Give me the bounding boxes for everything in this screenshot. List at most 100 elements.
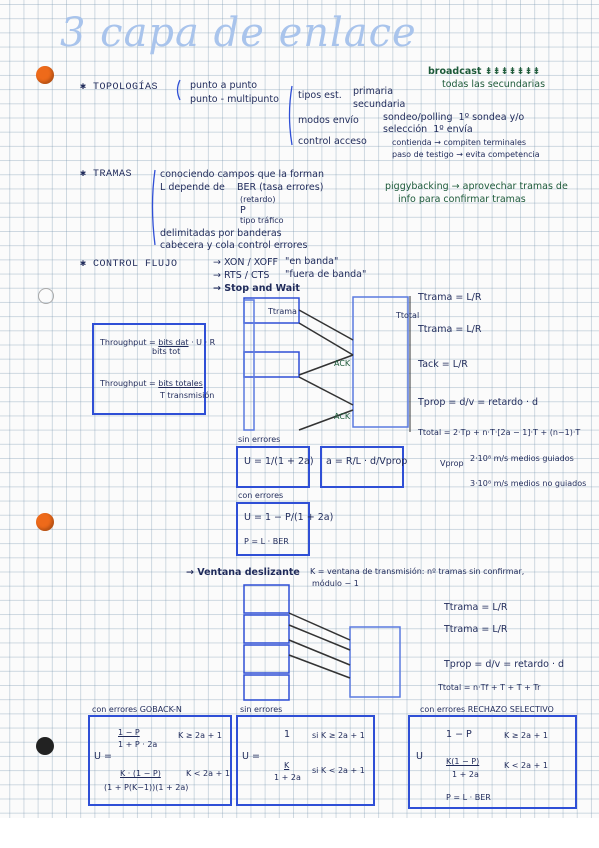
ventana-desc-2: módulo − 1	[312, 579, 359, 588]
ventana-f3: Tprop = d/v = retardo · d	[444, 659, 565, 670]
sin-c1: si K ≥ 2a + 1	[312, 731, 365, 740]
sw-ttotal-label: Ttotal	[396, 311, 420, 320]
sw2-line-2	[288, 624, 351, 651]
topo-modos-envio: modos envío	[298, 115, 359, 126]
sw-f3: Tack = L/R	[418, 359, 468, 370]
broadcast-desc: todas las secundarias	[442, 79, 546, 90]
sin-box	[236, 715, 375, 806]
ventana-ttotal: Ttotal = n·Tf + T + T + Tr	[438, 683, 541, 692]
sw-arrow-1	[298, 322, 354, 356]
sin-label: sin errores	[240, 705, 283, 714]
sr-f1: 1 − P	[446, 729, 472, 740]
sin-c2-cond: si K < 2a + 1	[312, 766, 365, 775]
sr-pf: P = L · BER	[446, 793, 491, 802]
tramas-line-6: delimitadas por banderas	[160, 228, 282, 239]
sw-u-sin: U = 1/(1 + 2a)	[244, 456, 314, 467]
sw-con-errores-box	[236, 502, 310, 556]
throughput-1: Throughput = bits dat · U · R	[100, 338, 216, 347]
tramas-line-4: P	[240, 205, 246, 216]
sw-ack-label-2: ACK	[334, 412, 351, 421]
sw-f1: Ttrama = L/R	[418, 292, 482, 303]
topo-punto-multipunto: punto - multipunto	[190, 94, 279, 105]
brace-topologias	[176, 79, 181, 101]
tramas-line-7: cabecera y cola control errores	[160, 240, 308, 251]
topo-secundaria: secundaria	[353, 99, 406, 110]
gbn-f2-den: (1 + P(K−1))(1 + 2a)	[104, 783, 189, 792]
sr-f2: K(1 − P)	[446, 757, 480, 766]
binder-clip	[38, 288, 54, 304]
gbn-c1: K ≥ 2a + 1	[178, 731, 222, 740]
tramas-line-1: conociendo campos que la forman	[160, 169, 324, 180]
topo-punto-a-punto: punto a punto	[190, 80, 258, 91]
gbn-label: con errores GOBACK-N	[92, 705, 182, 714]
sr-f2-den: 1 + 2a	[452, 770, 479, 779]
gbn-u: U =	[94, 751, 112, 762]
page-footer-strip	[0, 818, 599, 848]
sin-c1-val: 1	[284, 729, 291, 740]
sw-ttrama-label: Ttrama	[268, 307, 297, 316]
sw-vprop-label: Vprop	[440, 459, 464, 468]
cf-xon: → XON / XOFF	[213, 257, 279, 268]
section-control-flujo: ✱ CONTROL FLUJO	[80, 259, 178, 270]
brace-tramas	[151, 169, 156, 246]
binder-hole-1	[36, 66, 54, 84]
sw-ack-2	[298, 409, 354, 431]
sr-label: con errores RECHAZO SELECTIVO	[420, 705, 554, 714]
sr-u: U	[416, 751, 423, 762]
sw-pf: P = L · BER	[244, 537, 289, 546]
tramas-line-5: tipo tráfico	[240, 216, 284, 225]
topo-paso-testigo: paso de testigo → evita competencia	[392, 150, 540, 159]
sw2-frame-3	[243, 644, 290, 674]
binder-hole-2	[36, 513, 54, 531]
sw-frame-2	[243, 351, 300, 378]
sw-sender-bar	[243, 299, 255, 431]
ventana-desc-1: K = ventana de transmisión: nº tramas si…	[310, 567, 525, 576]
sw-f2: Ttrama = L/R	[418, 324, 482, 335]
cf-stop-and-wait: → Stop and Wait	[213, 283, 300, 294]
gbn-f1-den: 1 + P · 2a	[118, 740, 158, 749]
piggybacking-line-2: info para confirmar tramas	[398, 194, 526, 205]
sw2-frame-4	[243, 674, 290, 701]
page-title: 3 capa de enlace	[60, 10, 417, 56]
sw-a-def: a = R/L · d/Vprop	[326, 456, 408, 467]
topo-tipos-est: tipos est.	[298, 90, 342, 101]
sw-ack-1	[298, 354, 354, 376]
sw-a-def-box	[320, 446, 404, 488]
sw-ack-label-1: ACK	[334, 359, 351, 368]
sw2-frame-1	[243, 584, 290, 614]
sr-c1: K ≥ 2a + 1	[504, 731, 548, 740]
piggybacking-line-1: piggybacking → aprovechar tramas de	[385, 181, 568, 192]
topo-contienda: contienda → compiten terminales	[392, 138, 527, 147]
tramas-line-3: (retardo)	[240, 195, 276, 204]
section-topologias: ✱ TOPOLOGÍAS	[80, 82, 159, 93]
section-tramas: ✱ TRAMAS	[80, 169, 133, 180]
sw-ttotal: Ttotal = 2·Tp + n·T·[2a − 1]·T + (n−1)·T	[418, 428, 581, 437]
throughput-box	[92, 323, 206, 415]
gbn-f1: 1 − P	[118, 728, 140, 737]
sw-arrow-3	[298, 376, 354, 406]
topo-sondeo: sondeo/polling 1º sondea y/o	[383, 112, 525, 123]
sw2-line-1	[288, 612, 351, 641]
sw2-line-3	[288, 639, 351, 666]
sw-sin-errores-label: sin errores	[238, 435, 281, 444]
ventana-label: → Ventana deslizante	[186, 567, 300, 578]
sw2-frame-2	[243, 614, 290, 644]
sw2-receiver	[349, 626, 401, 698]
sw2-line-4	[288, 654, 351, 679]
ventana-f1: Ttrama = L/R	[444, 602, 508, 613]
brace-tipos	[288, 85, 293, 146]
ventana-f2: Ttrama = L/R	[444, 624, 508, 635]
sin-u: U =	[242, 751, 260, 762]
cf-xon-note: "en banda"	[285, 256, 339, 267]
sw-f4: Tprop = d/v = retardo · d	[418, 397, 539, 408]
sr-box	[408, 715, 577, 809]
sin-c2: K	[284, 761, 290, 770]
tramas-line-2: L depende de BER (tasa errores)	[160, 182, 324, 193]
binder-hole-3	[36, 737, 54, 755]
cf-rts-note: "fuera de banda"	[285, 269, 367, 280]
sliding-window-diagram	[243, 584, 401, 701]
topo-control-acceso: control acceso	[298, 136, 367, 147]
gbn-box	[88, 715, 232, 806]
